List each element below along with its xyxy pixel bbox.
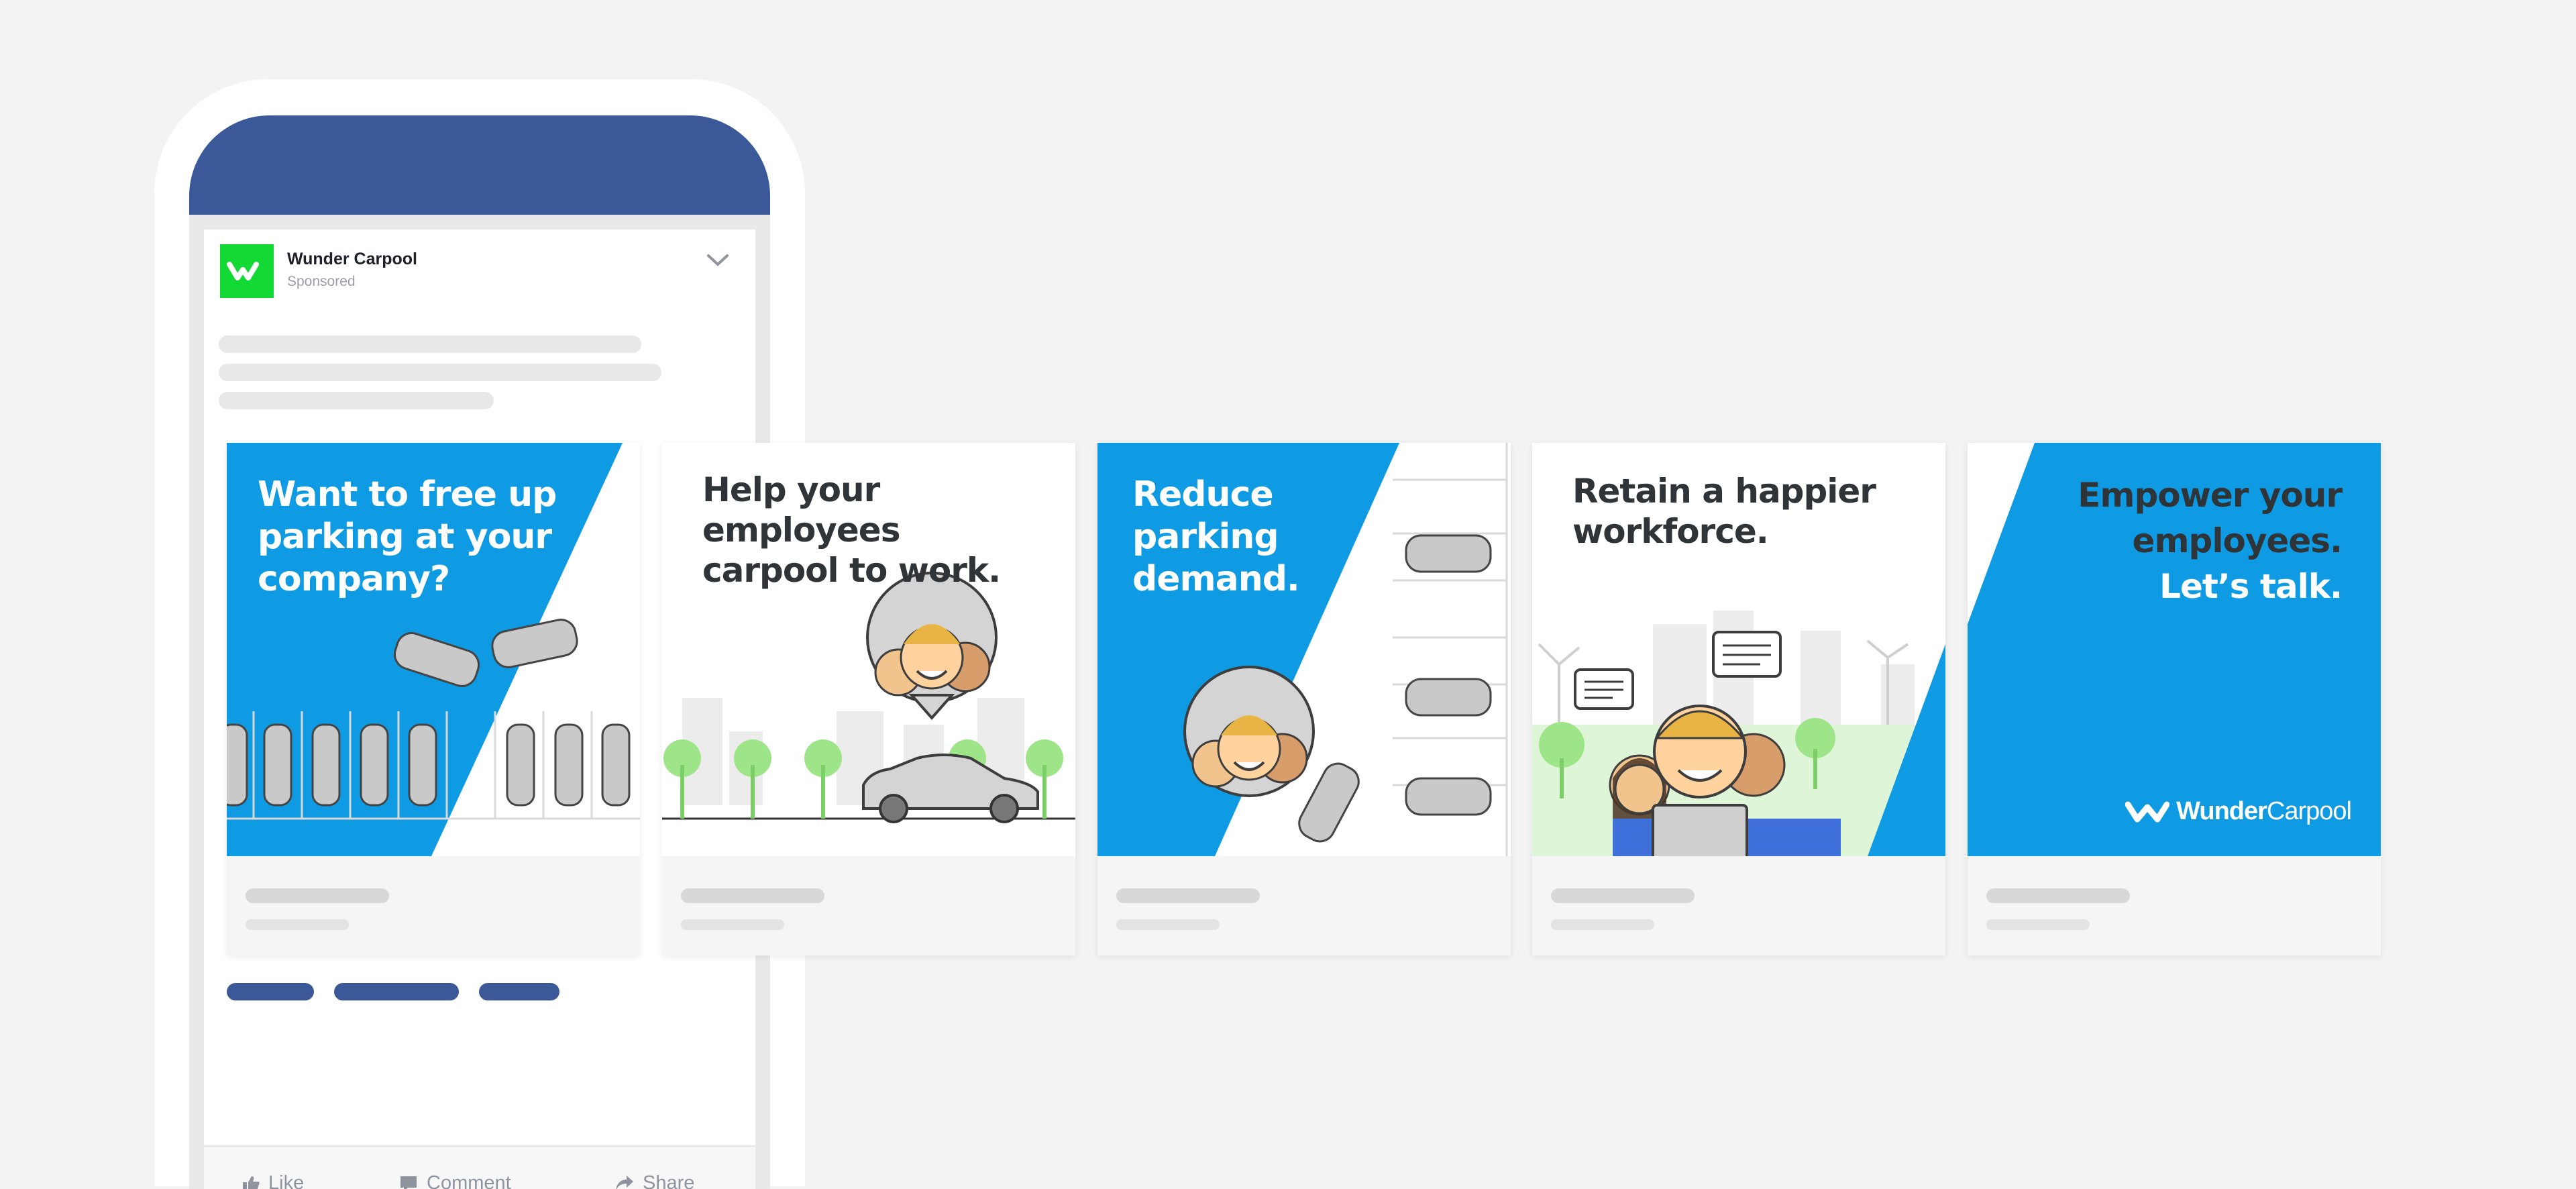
carousel-card-3[interactable]: Reduce parking demand. [1097,443,1511,955]
like-button[interactable]: Like [241,1172,304,1189]
card-title-placeholder [1116,888,1260,903]
card-title-placeholder [1986,888,2130,903]
share-label: Share [643,1172,694,1189]
card-title-placeholder [1551,888,1695,903]
card-2-headline: Help your employees carpool to work. [702,470,1075,590]
placeholder-link[interactable] [479,983,559,1000]
post-text-placeholder [219,364,661,381]
placeholder-link[interactable] [227,983,314,1000]
card-2-image[interactable]: Help your employees carpool to work. [662,443,1075,856]
card-subtitle-placeholder [1551,919,1654,930]
share-icon [614,1174,635,1189]
card-subtitle-placeholder [246,919,349,930]
comment-icon [398,1174,419,1189]
card-5-image[interactable]: Empower your employees. Let’s talk. Wund… [1968,443,2381,856]
reactions-bar: Like Comment Share [204,1145,755,1189]
card-3-headline: Reduce parking demand. [1132,474,1299,601]
sponsored-label: Sponsored [287,274,356,290]
card-1-image[interactable]: Want to free up parking at your company? [227,443,640,856]
card-subtitle-placeholder [1986,919,2090,930]
comment-button[interactable]: Comment [398,1172,511,1189]
card-4-image[interactable]: Retain a happier workforce. [1532,443,1945,856]
wunder-carpool-wordmark: WunderCarpool [2125,797,2351,826]
card-title-placeholder [681,888,824,903]
carousel-card-5[interactable]: Empower your employees. Let’s talk. Wund… [1968,443,2381,955]
comment-label: Comment [427,1172,511,1189]
card-subtitle-placeholder [681,919,784,930]
thumbs-up-icon [241,1174,260,1189]
card-4-headline: Retain a happier workforce. [1572,471,1876,552]
carousel-card-1[interactable]: Want to free up parking at your company? [227,443,640,955]
like-label: Like [268,1172,304,1189]
card-3-image[interactable]: Reduce parking demand. [1097,443,1511,856]
card-title-placeholder [246,888,389,903]
placeholder-link[interactable] [334,983,459,1000]
advertiser-name[interactable]: Wunder Carpool [287,250,417,269]
card-5-headline: Empower your employees. Let’s talk. [2078,472,2342,609]
post-text-placeholder [219,335,641,353]
carousel-card-4[interactable]: Retain a happier workforce. [1532,443,1945,955]
wunder-logo-icon[interactable] [220,244,274,298]
wunder-logo-icon [2125,800,2169,823]
laptop-icon [1653,805,1747,856]
share-button[interactable]: Share [614,1172,694,1189]
card-1-headline: Want to free up parking at your company? [258,474,556,601]
carousel-card-2[interactable]: Help your employees carpool to work. [662,443,1075,955]
facebook-top-bar [189,115,770,215]
card-subtitle-placeholder [1116,919,1220,930]
post-text-placeholder [219,392,494,409]
chevron-down-icon[interactable] [706,252,730,268]
